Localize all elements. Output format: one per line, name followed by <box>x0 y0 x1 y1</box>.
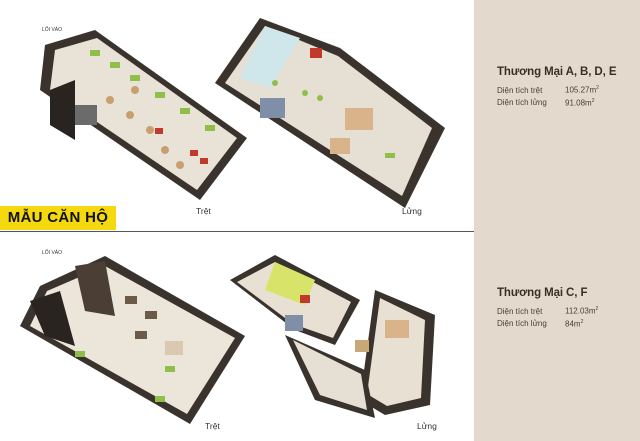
info-row-value: 105.27m <box>565 85 597 95</box>
entry-label: LỐI VÀO <box>42 27 63 33</box>
info-block-top: Thương Mại A, B, D, E Diện tích trệt 105.… <box>497 66 617 109</box>
floor-label-mezzanine: Lửng <box>417 421 437 431</box>
info-row-label: Diện tích lửng <box>497 319 547 329</box>
info-panel <box>474 0 640 441</box>
section-divider <box>0 231 474 232</box>
floorplan-bottom-mezzanine <box>230 255 435 418</box>
info-row-sup: 2 <box>596 85 599 91</box>
info-row: Diện tích lửng 84m2 <box>497 317 598 330</box>
floorplan-bottom-ground <box>20 256 245 424</box>
info-row-label: Diện tích trệt <box>497 306 543 316</box>
floorplan-top-ground <box>40 30 247 200</box>
floor-label-ground: Trệt <box>205 421 220 431</box>
floor-label-ground: Trệt <box>196 206 211 216</box>
info-title: Thương Mại C, F <box>497 287 588 299</box>
info-row-value: 91.08m <box>565 98 592 108</box>
info-title: Thương Mại A, B, D, E <box>497 66 617 78</box>
badge-title: MẪU CĂN HỘ <box>0 206 116 230</box>
info-row: Diện tích trệt 105.27m2 <box>497 83 616 96</box>
floor-label-mezzanine: Lửng <box>402 206 422 216</box>
info-row-sup: 2 <box>580 318 584 325</box>
info-row: Diện tích lửng 91.08m2 <box>497 96 616 109</box>
info-row-sup: 2 <box>595 306 599 312</box>
entry-label: LỐI VÀO <box>42 250 63 256</box>
info-row: Diện tích trệt 112.03m2 <box>497 304 598 317</box>
info-row-label: Diện tích lửng <box>497 98 547 108</box>
info-row-sup: 2 <box>591 97 595 104</box>
info-row-label: Diện tích trệt <box>497 85 543 95</box>
floorplan-top-mezzanine <box>215 18 445 208</box>
info-row-value: 84m <box>565 319 581 329</box>
info-row-value: 112.03m <box>565 306 596 316</box>
